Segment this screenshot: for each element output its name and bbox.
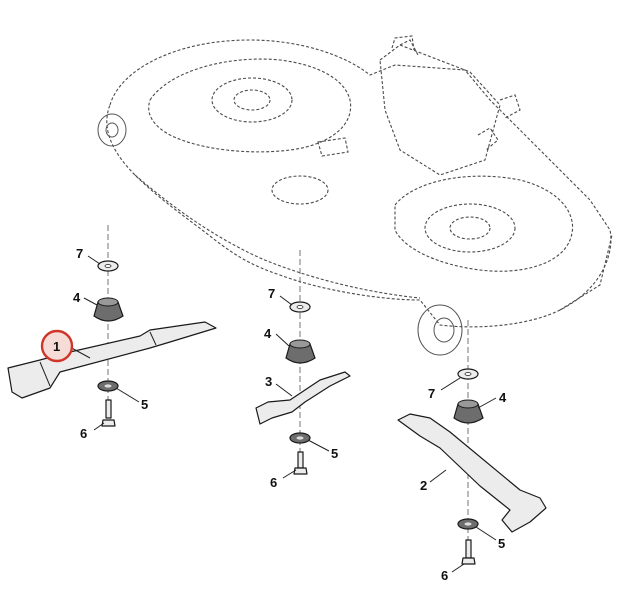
bolt-part[interactable] bbox=[293, 451, 308, 475]
highlight-ring bbox=[40, 329, 74, 363]
callout-6[interactable]: 6 bbox=[80, 426, 87, 441]
blade-hub-part[interactable] bbox=[453, 403, 484, 424]
deck-wheel-front-left bbox=[97, 113, 127, 147]
callout-5[interactable]: 5 bbox=[141, 397, 148, 412]
callout-4[interactable]: 4 bbox=[264, 326, 272, 341]
callout-7[interactable]: 7 bbox=[268, 286, 275, 301]
callout-3[interactable]: 3 bbox=[265, 374, 272, 389]
callout-2[interactable]: 2 bbox=[420, 478, 427, 493]
callout-6[interactable]: 6 bbox=[441, 568, 448, 583]
left-blade-assembly bbox=[7, 260, 217, 427]
callout-6[interactable]: 6 bbox=[270, 475, 277, 490]
bolt-part[interactable] bbox=[101, 399, 116, 427]
callout-5[interactable]: 5 bbox=[331, 446, 338, 461]
blade-hub-part[interactable] bbox=[93, 301, 124, 322]
callout-labels: 1 7 4 5 6 7 4 3 5 6 7 4 2 5 6 bbox=[40, 246, 507, 583]
mower-deck bbox=[97, 35, 613, 356]
mower-blade-part-3[interactable] bbox=[255, 371, 351, 425]
callout-4[interactable]: 4 bbox=[73, 290, 81, 305]
center-blade-assembly bbox=[255, 301, 351, 475]
right-blade-assembly bbox=[397, 368, 547, 565]
callout-5[interactable]: 5 bbox=[498, 536, 505, 551]
callout-1[interactable]: 1 bbox=[53, 339, 60, 354]
callout-7[interactable]: 7 bbox=[428, 386, 435, 401]
blade-hub-part[interactable] bbox=[285, 343, 316, 364]
deck-wheel-rear-right bbox=[417, 304, 463, 356]
callout-4[interactable]: 4 bbox=[499, 390, 507, 405]
bolt-part[interactable] bbox=[461, 539, 476, 565]
mower-blade-part-1[interactable] bbox=[7, 321, 217, 399]
callout-7[interactable]: 7 bbox=[76, 246, 83, 261]
mower-blade-part-2[interactable] bbox=[397, 413, 547, 533]
